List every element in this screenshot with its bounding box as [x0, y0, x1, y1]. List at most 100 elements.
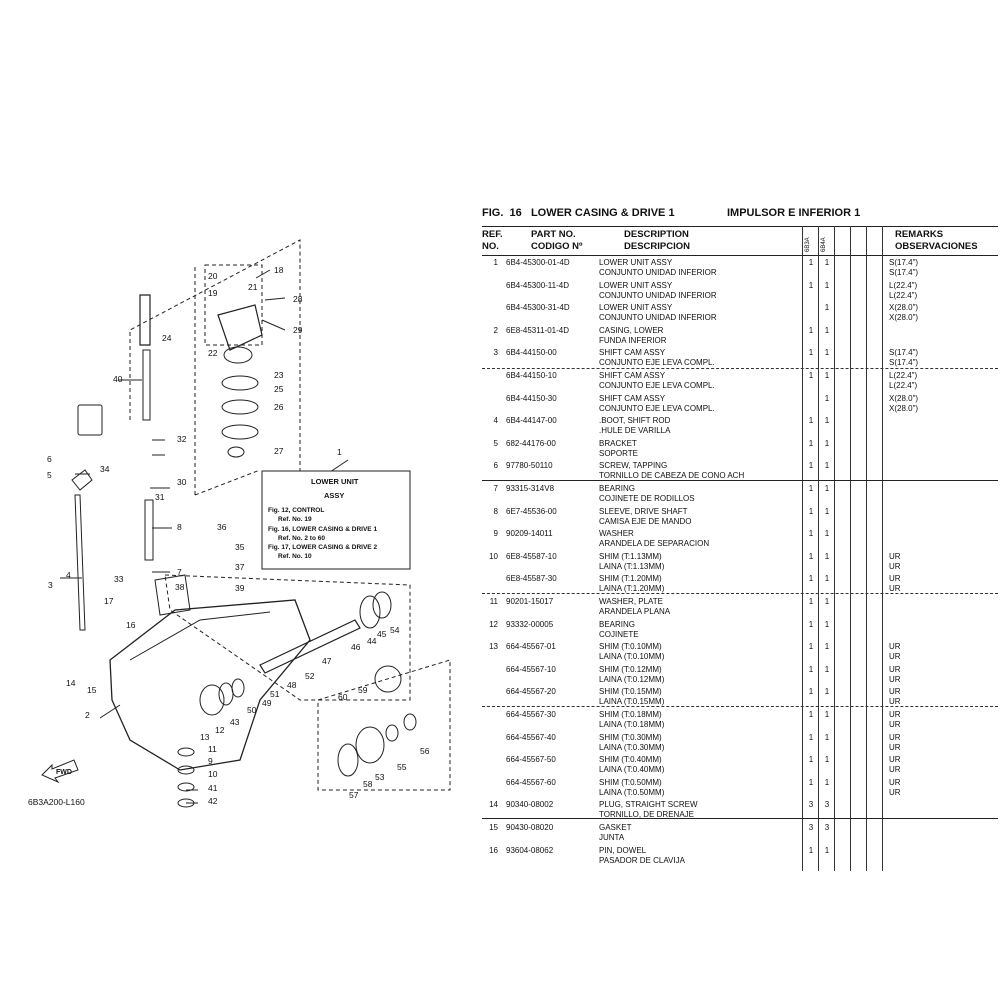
qty-6b4a-cell: 1	[824, 732, 830, 742]
qty-6b3a-cell: 1	[808, 597, 814, 606]
ref-cell: 3	[493, 348, 498, 358]
callout-number: 16	[126, 620, 136, 630]
ref-cell: 14	[489, 800, 498, 810]
part-number-cell: 93332-00005	[506, 619, 554, 629]
callout-number: 46	[351, 642, 361, 652]
box-line-4: Ref. No. 19	[278, 516, 312, 523]
callout-number: 5	[47, 470, 52, 480]
callout-number: 28	[293, 294, 303, 304]
part-number-cell: 6E7-45536-00	[506, 506, 557, 516]
callout-number: 41	[208, 783, 218, 793]
ref-cell: 10	[489, 551, 498, 561]
qty-6b4a-cell: 1	[824, 529, 830, 539]
part-number-cell: 664-45567-50	[506, 755, 556, 765]
ref-cell: 13	[489, 642, 498, 652]
remarks-cell: L(22.4")L(22.4")	[889, 371, 918, 390]
qty-6b3a-cell: 1	[808, 710, 814, 719]
callout-number: 6	[47, 454, 52, 464]
description-cell: SHIM (T:0.40MM)LAINA (T:0.40MM)	[599, 755, 665, 775]
ref-cell: 1	[493, 258, 498, 267]
qty-6b3a-cell: 1	[808, 664, 814, 674]
part-number-cell: 90340-08002	[506, 800, 554, 810]
qty-6b4a-cell: 1	[824, 258, 830, 267]
figure-title: FIG. 16 LOWER CASING & DRIVE 1 IMPULSOR …	[482, 207, 861, 219]
callout-number: 52	[305, 671, 315, 681]
callout-number: 53	[375, 772, 385, 782]
callout-number: 13	[200, 732, 210, 742]
qty-6b4a-cell: 1	[824, 371, 830, 380]
callout-number: 34	[100, 464, 110, 474]
qty-6b4a-cell: 1	[824, 416, 830, 426]
callout-layer: 1234567891011121314151617181920212223242…	[47, 265, 430, 806]
part-number-cell: 6B4-45300-01-4D	[506, 258, 570, 267]
qty-6b4a-cell: 1	[824, 506, 830, 516]
box-line-5: Fig. 16, LOWER CASING & DRIVE 1	[268, 526, 377, 533]
ref-cell: 12	[489, 619, 498, 629]
qty-6b3a-cell: 1	[808, 687, 814, 697]
callout-number: 19	[208, 288, 218, 298]
part-number-cell: 93604-08062	[506, 845, 554, 855]
model-header-6b3a: 6B3A	[805, 237, 811, 252]
part-number-cell: 6B4-44150-10	[506, 371, 557, 380]
qty-6b4a-cell: 1	[824, 348, 830, 358]
callout-number: 54	[390, 625, 400, 635]
callout-number: 9	[208, 756, 213, 766]
box-line-8: Ref. No. 10	[278, 553, 312, 560]
fwd-label: FWD	[56, 769, 72, 776]
qty-6b3a-cell: 1	[808, 461, 814, 471]
qty-6b3a-cell: 1	[808, 642, 814, 652]
qty-6b4a-cell: 1	[824, 484, 830, 493]
qty-6b4a-cell: 3	[824, 823, 830, 832]
qty-6b3a-cell: 1	[808, 506, 814, 516]
callout-number: 23	[274, 370, 284, 380]
callout-number: 11	[208, 744, 217, 754]
description-cell: .BOOT, SHIFT ROD.HULE DE VARILLA	[599, 416, 671, 436]
qty-6b3a-cell: 1	[808, 845, 814, 855]
callout-number: 38	[175, 582, 185, 592]
callout-number: 39	[235, 583, 245, 593]
ref-header: REF.NO.	[482, 229, 503, 252]
part-number-cell: 6B4-45300-11-4D	[506, 280, 570, 290]
callout-number: 33	[114, 574, 124, 584]
callout-number: 45	[377, 629, 387, 639]
callout-number: 43	[230, 717, 240, 727]
part-number-cell: 6E8-45587-10	[506, 551, 557, 561]
remarks-cell: S(17.4")S(17.4")	[889, 258, 919, 277]
qty-6b3a-cell: 1	[808, 529, 814, 539]
qty-6b3a-cell: 1	[808, 280, 814, 290]
table-row: 664-45567-50 SHIM (T:0.40MM)LAINA (T:0.40…	[482, 755, 998, 777]
callout-number: 50	[247, 705, 257, 715]
qty-6b3a-cell: 1	[808, 258, 814, 267]
callout-number: 31	[155, 492, 165, 502]
part-number-cell: 664-45567-20	[506, 687, 556, 697]
part-number-cell: 6B4-44150-30	[506, 393, 557, 403]
part-number-cell: 90201-15017	[506, 597, 554, 606]
qty-6b3a-cell: 3	[808, 800, 814, 810]
callout-number: 51	[270, 689, 280, 699]
part-number-cell: 6B4-44150-00	[506, 348, 557, 358]
remarks-cell: S(17.4")S(17.4")	[889, 348, 919, 368]
description-cell: SHIM (T:0.50MM)LAINA (T:0.50MM)	[599, 777, 665, 797]
assembly-note-box	[261, 470, 411, 570]
